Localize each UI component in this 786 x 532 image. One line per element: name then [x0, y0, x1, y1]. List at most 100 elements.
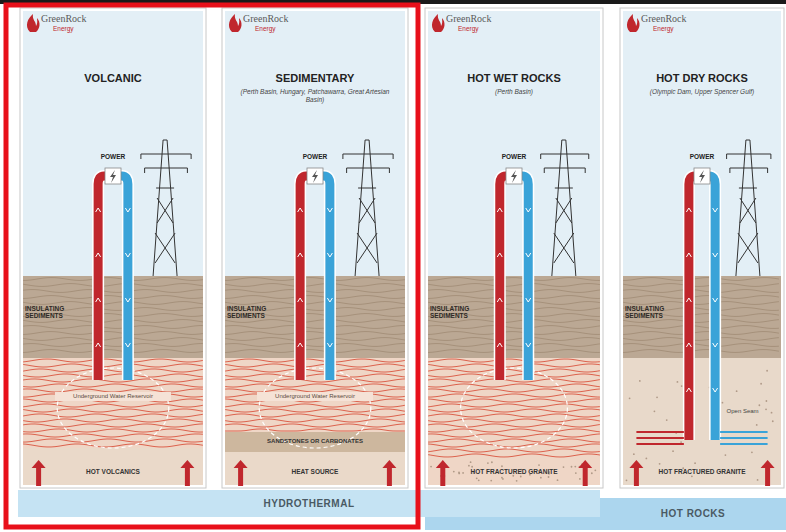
insulating-sediments — [428, 276, 600, 358]
granite-dot — [591, 472, 593, 474]
panel-title: VOLCANIC — [26, 72, 200, 85]
stratum-line — [428, 404, 600, 407]
reservoir-label: Underground Water Reservoir — [257, 392, 372, 401]
flow-up — [96, 298, 101, 302]
stratum-line — [428, 338, 600, 341]
stratum-line — [23, 359, 203, 362]
seam-cold — [720, 443, 767, 445]
stratum-line — [23, 332, 203, 335]
stratum-line — [428, 359, 600, 362]
flow-down — [125, 298, 130, 302]
wavy-strata — [225, 359, 405, 431]
power-label: POWER — [285, 153, 345, 160]
granite-dot — [453, 471, 455, 473]
sandstones — [225, 432, 405, 452]
stratum-line — [225, 332, 405, 335]
granite-dot — [557, 479, 559, 481]
logo-subname: Energy — [458, 25, 508, 32]
stratum-line — [428, 444, 600, 447]
flow-up — [686, 298, 691, 302]
stratum-line — [428, 399, 600, 402]
stratum-line — [428, 424, 600, 427]
granite-dot — [765, 400, 767, 402]
insulating-sediments — [623, 276, 781, 358]
stratum-line — [428, 344, 600, 347]
insulators — [727, 154, 771, 173]
stratum-line — [225, 338, 405, 341]
stratum-line — [23, 444, 203, 447]
flow-down — [327, 208, 332, 212]
stratum-line — [623, 284, 779, 287]
stratum-line — [428, 439, 600, 442]
seam-label: Open Seam — [727, 408, 779, 415]
power-label: POWER — [484, 153, 544, 160]
stratum-line — [428, 296, 600, 299]
granite-dot — [538, 464, 540, 466]
stratum-line — [623, 326, 779, 329]
hot-pipe — [500, 176, 507, 380]
flow-up — [686, 388, 691, 392]
pipe-outline — [709, 176, 715, 440]
granite-dot — [491, 461, 493, 463]
stratum-line — [225, 384, 405, 387]
power-box — [506, 168, 522, 184]
granite-dot — [722, 402, 724, 404]
stratum-line — [23, 302, 203, 305]
category-label: HYDROTHERMAL — [264, 498, 355, 510]
stratum-line — [225, 374, 405, 377]
stratum-line — [428, 434, 600, 437]
heat-label: HEAT SOURCE — [259, 468, 371, 475]
flow-up — [96, 253, 101, 257]
pipe-outline — [521, 176, 528, 380]
circulation-loop — [461, 368, 568, 448]
insulating-sediments — [23, 276, 203, 358]
sky — [428, 11, 600, 276]
granite-dot — [677, 381, 679, 383]
granite-dot — [458, 472, 460, 474]
pipe-outline — [300, 176, 308, 380]
logo-flame — [432, 14, 445, 32]
granite-dot — [490, 480, 492, 482]
flow-up — [497, 208, 502, 212]
flow-down — [526, 343, 531, 347]
insulators — [541, 154, 589, 173]
stratum-line — [428, 302, 600, 305]
heat-source — [225, 452, 405, 485]
power-label: POWER — [672, 153, 732, 160]
resource-panel: VOLCANIC — [20, 8, 206, 488]
granite-dot — [654, 410, 656, 412]
stratum-line — [428, 284, 600, 287]
flow-up — [96, 343, 101, 347]
granite-dot — [626, 479, 628, 481]
panel-art — [620, 8, 784, 488]
flow-up — [497, 253, 502, 257]
stratum-line — [428, 414, 600, 417]
stratum-line — [225, 404, 405, 407]
granite-dot — [574, 466, 576, 468]
panel-subtitle: (Olympic Dam, Upper Spencer Gulf) — [632, 88, 772, 96]
sky — [623, 11, 781, 276]
flow-up — [298, 343, 303, 347]
seam-cold — [720, 431, 767, 433]
stratum-line — [23, 424, 203, 427]
flow-down — [713, 388, 718, 392]
logo-flame — [627, 14, 640, 32]
stratum-line — [225, 350, 405, 353]
stratum-line — [225, 359, 405, 362]
insulating-sediments — [225, 276, 405, 358]
stratum-line — [428, 326, 600, 329]
highlight-box — [6, 5, 418, 527]
hot-fractured-granite — [428, 358, 600, 485]
layer-label: INSULATING SEDIMENTS — [227, 305, 277, 320]
circulation-loop — [259, 368, 371, 448]
sky — [23, 11, 203, 276]
lightning — [312, 170, 318, 183]
category-label: HOT ROCKS — [661, 508, 726, 520]
resource-panel: SEDIMENTARY(Perth Basin, Hungary, Patcha… — [222, 8, 408, 488]
stratum-line — [225, 302, 405, 305]
stratum-line — [623, 296, 779, 299]
stratum-line — [428, 409, 600, 412]
category-bar: HOT ROCKS — [600, 498, 786, 530]
flow-up — [96, 208, 101, 212]
stratum-line — [225, 414, 405, 417]
